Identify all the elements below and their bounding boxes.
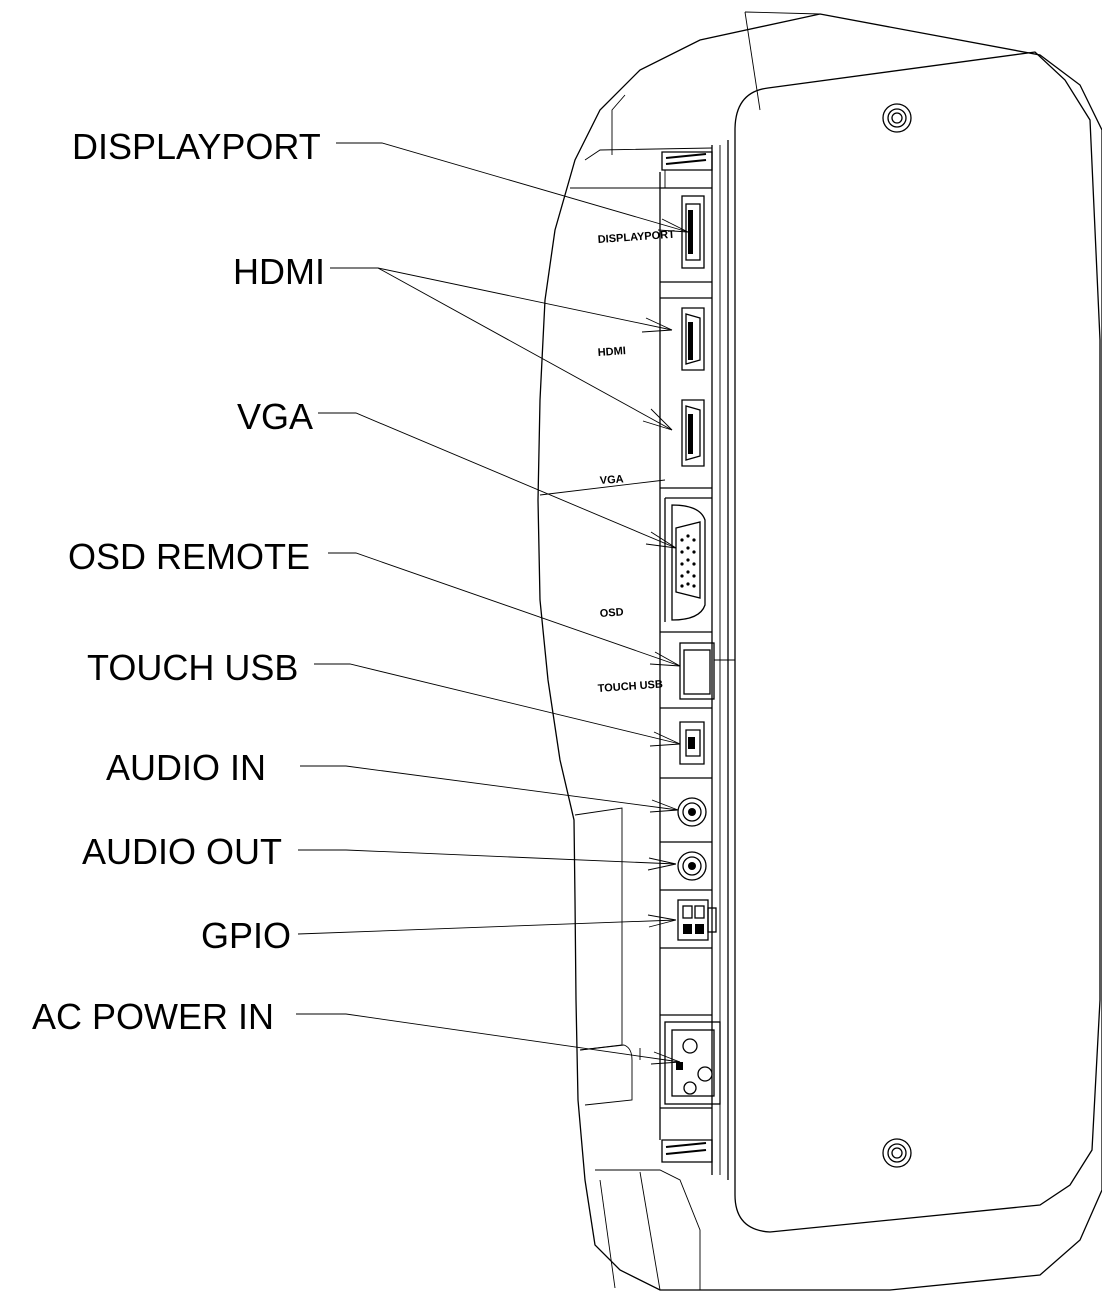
callout-audio-out: AUDIO OUT [82,831,282,872]
callout-displayport: DISPLAYPORT [72,126,321,167]
callout-audio-in: AUDIO IN [106,747,266,788]
touch-usb-connector [679,721,705,765]
io-panel [659,151,713,1163]
audio-out-jack [677,851,707,881]
callout-vga: VGA [237,396,313,437]
leader-lines [296,142,689,1065]
bottom-screw [882,1138,912,1168]
panel-label-displayport: DISPLAYPORT [597,229,675,246]
callout-ac-power-in: AC POWER IN [32,996,274,1037]
monitor-body [537,11,1102,1291]
callout-touch-usb: TOUCH USB [87,647,298,688]
panel-label-vga: VGA [599,473,624,487]
callout-osd-remote: OSD REMOTE [68,536,310,577]
hdmi-connector-1 [681,307,705,371]
hdmi-connector-2 [681,399,705,467]
callout-gpio: GPIO [201,915,291,956]
gpio-connector [677,899,717,941]
osd-remote-connector [679,642,735,700]
top-screw [882,103,912,133]
panel-label-hdmi: HDMI [597,345,626,359]
panel-label-touch-usb: TOUCH USB [597,678,663,695]
callout-hdmi: HDMI [233,251,325,292]
audio-in-jack [677,797,707,827]
panel-label-osd: OSD [599,606,624,620]
vga-connector [671,504,706,621]
